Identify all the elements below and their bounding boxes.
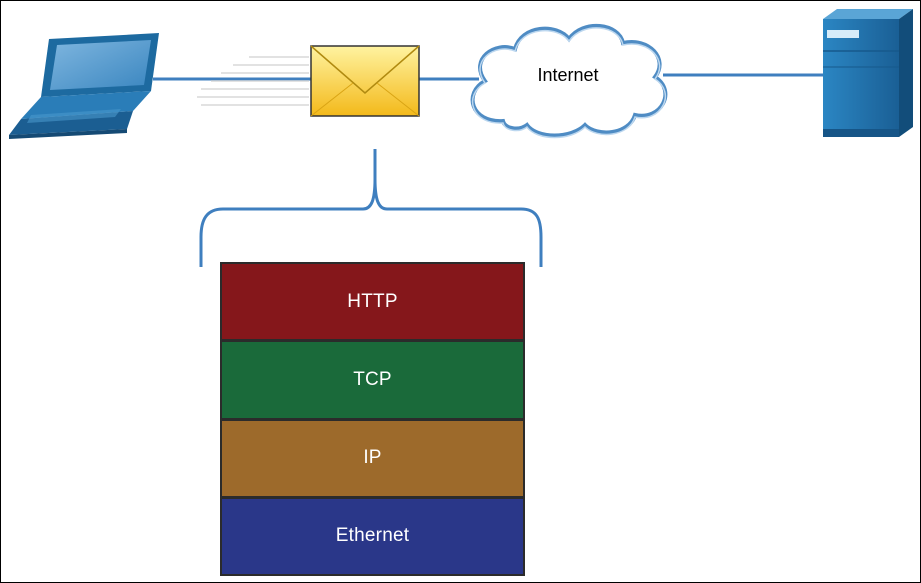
- layer-ethernet: Ethernet: [222, 498, 523, 574]
- layer-label: HTTP: [347, 290, 398, 312]
- layer-label: IP: [363, 447, 382, 469]
- layer-tcp: TCP: [222, 342, 523, 418]
- envelope-icon: [310, 45, 420, 117]
- layer-label: Ethernet: [335, 525, 410, 547]
- encapsulation-brace: [199, 149, 543, 267]
- layer-http: HTTP: [222, 264, 523, 340]
- layer-ip: IP: [222, 420, 523, 496]
- laptop-icon: [9, 33, 159, 139]
- link-lines: [153, 73, 823, 81]
- cloud-icon: [470, 24, 668, 139]
- layer-label: TCP: [353, 368, 392, 390]
- internet-label: Internet: [537, 65, 599, 85]
- motion-streaks: [197, 56, 309, 106]
- protocol-stack: HTTP TCP IP Ethernet: [220, 262, 525, 576]
- server-icon: [823, 9, 913, 137]
